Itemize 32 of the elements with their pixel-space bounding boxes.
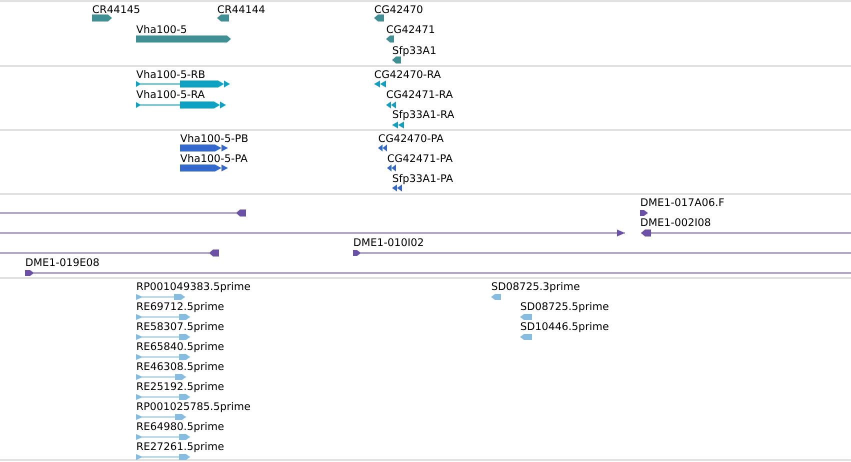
feature-label: RE69712.5prime: [137, 302, 224, 312]
feature-label: CG42470-PA: [378, 134, 444, 142]
feature-label: DME1-019E08: [26, 258, 99, 266]
feature-label: CG42471-RA: [386, 90, 453, 98]
feature-label: RE27261.5prime: [137, 442, 224, 452]
feature-label: Vha100-5: [136, 25, 186, 34]
feature-label: DME1-002I08: [641, 218, 710, 226]
feature-label: Vha100-5-RA: [136, 90, 205, 98]
feature-label: DME1-010I02: [354, 238, 423, 246]
feature-label: CG42470: [374, 5, 422, 14]
feature-label: RE58307.5prime: [137, 322, 224, 332]
feature-label: Vha100-5-PB: [180, 134, 248, 142]
feature-label: Sfp33A1-PA: [392, 174, 453, 184]
feature-label: Sfp33A1-RA: [392, 110, 454, 120]
feature-label: RE65840.5prime: [137, 342, 224, 352]
feature-label: Vha100-5-PA: [180, 154, 248, 162]
feature-label: Sfp33A1: [392, 46, 436, 56]
feature-label: Vha100-5-RB: [136, 70, 205, 78]
feature-label: RE64980.5prime: [137, 422, 224, 432]
feature-label: CG42471: [386, 25, 434, 34]
feature-label: RP001025785.5prime: [137, 402, 250, 412]
feature-label: RE46308.5prime: [137, 362, 224, 372]
feature-label: SD08725.3prime: [492, 282, 580, 292]
feature-label: SD10446.5prime: [520, 322, 608, 332]
feature-label: DME1-017A06.F: [641, 198, 724, 206]
feature-label: CG42471-PA: [388, 154, 453, 162]
feature-label: RE25192.5prime: [137, 382, 224, 392]
feature-label: CG42470-RA: [374, 70, 441, 78]
feature-label: CR44145: [92, 5, 140, 14]
feature-label: SD08725.5prime: [520, 302, 608, 312]
feature-label: RP001049383.5prime: [137, 282, 250, 292]
feature-label: CR44144: [218, 5, 265, 14]
